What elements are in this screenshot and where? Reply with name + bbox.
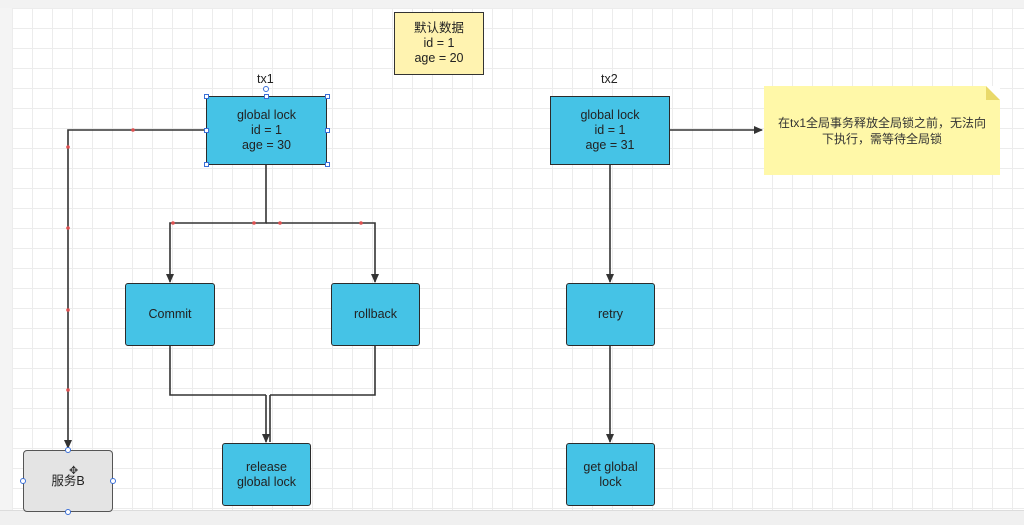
selection-handle[interactable] <box>264 94 269 99</box>
bottom-scrollbar[interactable] <box>0 510 1024 525</box>
selection-handle[interactable] <box>325 162 330 167</box>
connector-tx1-serviceb <box>64 129 206 449</box>
selection-handle[interactable] <box>325 128 330 133</box>
connection-point[interactable] <box>65 509 71 515</box>
commit-box[interactable]: Commit <box>125 283 215 346</box>
release-global-lock-box[interactable]: release global lock <box>222 443 311 506</box>
connector-tx1-rollback <box>266 222 379 283</box>
get-global-lock-box[interactable]: get global lock <box>566 443 655 506</box>
tx2-label: tx2 <box>601 72 618 86</box>
selection-handle[interactable] <box>325 94 330 99</box>
move-cursor-icon: ✥ <box>69 465 79 477</box>
selection-handle[interactable] <box>204 94 209 99</box>
wait-lock-note-text: 在tx1全局事务释放全局锁之前，无法向下执行，需等待全局锁 <box>777 115 986 146</box>
rotate-handle[interactable] <box>263 86 269 92</box>
service-b-box[interactable]: 服务B <box>23 450 113 512</box>
rollback-box[interactable]: rollback <box>331 283 420 346</box>
service-b-label: 服务B <box>51 473 85 488</box>
selection-handle[interactable] <box>204 162 209 167</box>
diagram-canvas[interactable] <box>12 8 1024 510</box>
connection-point[interactable] <box>20 478 26 484</box>
connection-point[interactable] <box>110 478 116 484</box>
tx1-label: tx1 <box>257 72 274 86</box>
connector-commit-release <box>169 346 266 396</box>
connection-point[interactable] <box>65 447 71 453</box>
retry-box[interactable]: retry <box>566 283 655 346</box>
connector-rollback-release <box>270 346 376 396</box>
edge-waypoints <box>66 128 363 392</box>
wait-lock-note[interactable]: 在tx1全局事务释放全局锁之前，无法向下执行，需等待全局锁 <box>764 86 1000 175</box>
connector-tx1-split <box>166 165 267 283</box>
tx2-global-lock-box[interactable]: global lock id = 1 age = 31 <box>550 96 670 165</box>
note-fold-corner <box>986 86 1000 100</box>
selection-handle[interactable] <box>204 128 209 133</box>
default-data-box[interactable]: 默认数据 id = 1 age = 20 <box>394 12 484 75</box>
tx1-global-lock-box[interactable]: global lock id = 1 age = 30 <box>206 96 327 165</box>
